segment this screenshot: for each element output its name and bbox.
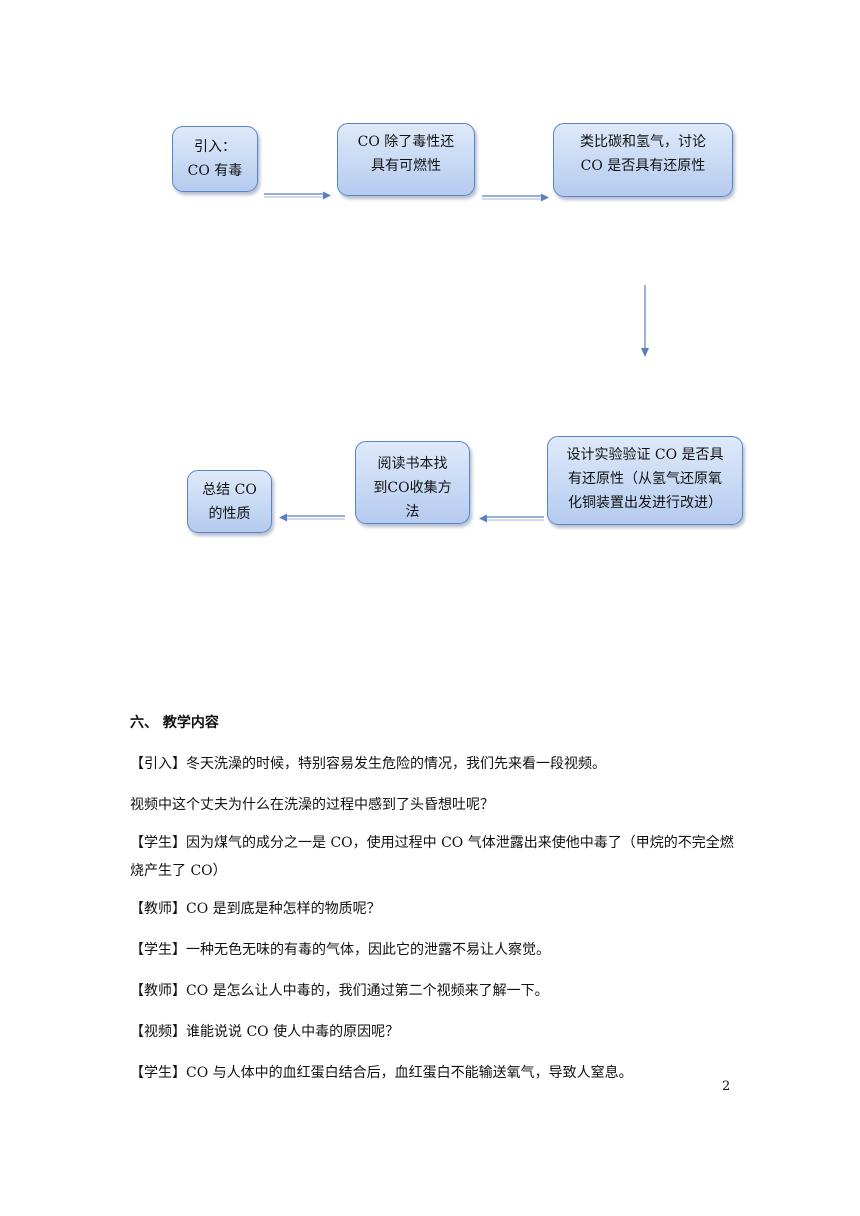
paragraph: 【引入】冬天洗澡的时候，特别容易发生危险的情况，我们先来看一段视频。 (130, 756, 606, 772)
node-line: CO 是否具有还原性 (580, 158, 706, 174)
node-line: 法 (405, 504, 420, 520)
flow-node-experiment: 设计实验验证 CO 是否具 有还原性（从氢气还原氧 化铜装置出发进行改进） (547, 436, 743, 525)
node-line: 总结 CO (202, 482, 257, 498)
paragraph: 【学生】因为煤气的成分之一是 CO，使用过程中 CO 气体泄露出来使他中毒了（甲… (130, 835, 734, 879)
flow-node-analogy: 类比碳和氢气，讨论 CO 是否具有还原性 (553, 123, 733, 197)
section-heading: 六、 教学内容 (130, 715, 219, 731)
paragraph: 【学生】一种无色无味的有毒的气体，因此它的泄露不易让人察觉。 (130, 942, 550, 958)
node-line: 类比碳和氢气，讨论 (580, 134, 706, 150)
arrow-down-icon (641, 285, 649, 357)
node-line: 引入： (194, 139, 236, 155)
flow-node-flammable: CO 除了毒性还 具有可燃性 (337, 123, 475, 196)
node-line: 有还原性（从氢气还原氧 (568, 471, 722, 487)
paragraph: 【视频】谁能说说 CO 使人中毒的原因呢？ (130, 1024, 400, 1040)
node-line: CO 除了毒性还 (357, 134, 455, 150)
page-number: 2 (722, 1079, 731, 1094)
node-line: 阅读书本找 (377, 456, 448, 472)
paragraph: 视频中这个丈夫为什么在洗澡的过程中感到了头昏想吐呢？ (130, 797, 494, 813)
node-line: 的性质 (208, 506, 251, 522)
paragraph: 【教师】CO 是怎么让人中毒的，我们通过第二个视频来了解一下。 (130, 983, 549, 999)
node-line: 设计实验验证 CO 是否具 (566, 447, 724, 463)
node-line: 到CO收集方 (373, 480, 452, 496)
node-line: CO 有毒 (187, 163, 243, 179)
arrow-right-icon (264, 191, 331, 200)
node-line: 化铜装置出发进行改进） (568, 495, 722, 511)
paragraph: 【教师】CO 是到底是种怎样的物质呢？ (130, 901, 381, 917)
flow-node-intro: 引入： CO 有毒 (172, 126, 258, 192)
flow-node-summary: 总结 CO 的性质 (187, 470, 272, 533)
arrow-right-icon (482, 193, 549, 202)
arrow-left-icon (479, 514, 544, 523)
arrow-left-icon (279, 513, 345, 522)
paragraph: 【学生】CO 与人体中的血红蛋白结合后，血红蛋白不能输送氧气，导致人窒息。 (130, 1065, 633, 1081)
node-line: 具有可燃性 (371, 158, 441, 174)
flow-node-reading: 阅读书本找 到CO收集方 法 (355, 441, 470, 524)
